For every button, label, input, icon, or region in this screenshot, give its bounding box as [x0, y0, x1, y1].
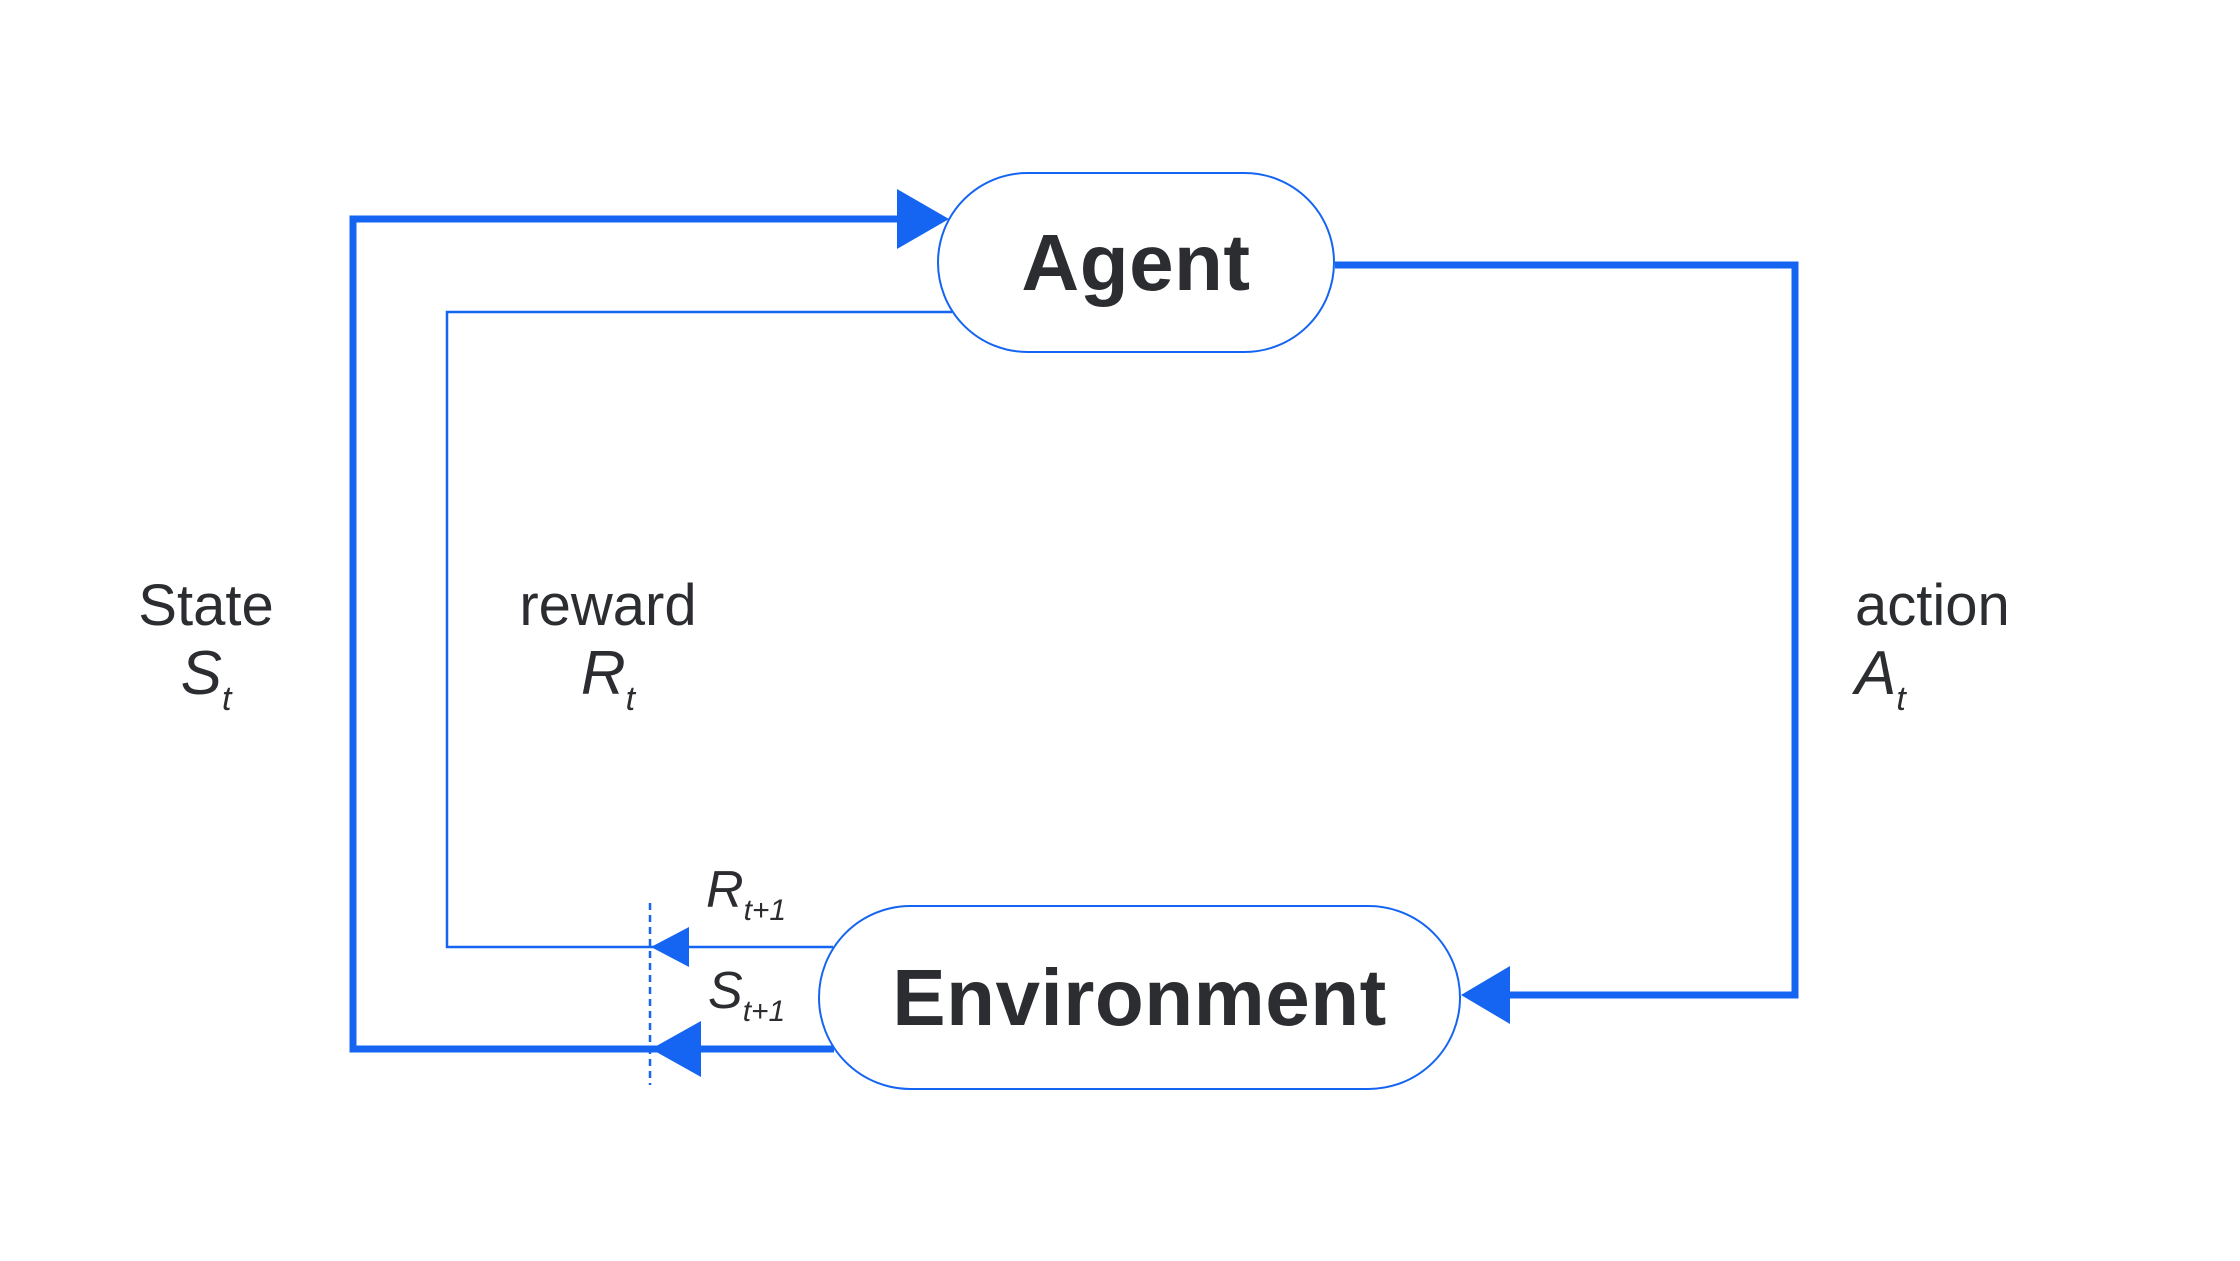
reward-word: reward — [519, 573, 697, 638]
reward-symbol-line: Rt — [498, 643, 718, 730]
reward-next-symbol: R — [706, 861, 744, 919]
reward-next-subscript: t+1 — [743, 894, 787, 927]
reward-subscript: t — [625, 680, 636, 718]
state-symbol-line: St — [96, 643, 316, 730]
state-symbol: S — [180, 639, 222, 708]
agent-node-label: Agent — [1021, 217, 1251, 307]
state-next-label: St+1 — [708, 961, 785, 1029]
action-line — [1335, 261, 1799, 999]
state-boundary-arrowhead-icon — [651, 1021, 701, 1077]
state-edge-label: State St — [96, 575, 316, 730]
state-into-agent-arrowhead-icon — [897, 189, 949, 249]
action-subscript: t — [1896, 680, 1906, 718]
environment-node-label: Environment — [892, 952, 1387, 1042]
reward-edge-label: reward Rt — [498, 575, 718, 730]
state-next-subscript: t+1 — [742, 995, 786, 1028]
state-next-symbol: S — [708, 962, 743, 1020]
state-loop-line — [349, 215, 902, 1053]
action-word: action — [1855, 573, 2010, 638]
environment-node: Environment — [818, 905, 1461, 1090]
agent-node: Agent — [937, 172, 1335, 353]
action-symbol-line: At — [1855, 643, 2095, 730]
action-symbol: A — [1855, 639, 1897, 708]
reward-next-label: Rt+1 — [706, 860, 786, 928]
action-into-environment-arrowhead-icon — [1461, 966, 1510, 1024]
reward-symbol: R — [580, 639, 626, 708]
state-subscript: t — [221, 680, 232, 718]
action-edge-label: action At — [1855, 575, 2095, 730]
state-word: State — [138, 573, 274, 638]
reward-line — [445, 310, 952, 949]
reward-boundary-arrowhead-icon — [651, 927, 689, 967]
